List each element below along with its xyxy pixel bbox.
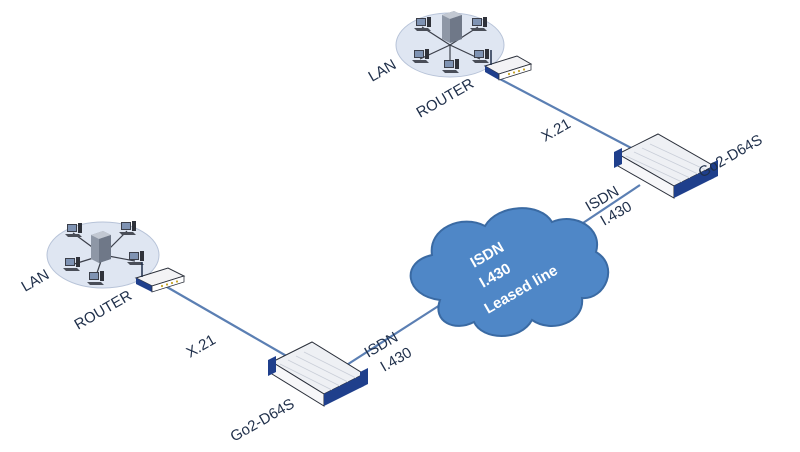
isdn-cloud: ISDN I.430 Leased line: [409, 207, 610, 337]
router-bottom: [134, 262, 186, 293]
cloud-icon: [409, 207, 610, 337]
device-top: [614, 133, 718, 199]
server-icon: [442, 11, 462, 43]
device-bottom-label: Go2-D64S: [228, 395, 298, 445]
go2-d64s-device-icon: [614, 133, 718, 199]
router-top-label: ROUTER: [414, 75, 477, 121]
device-top-label: Go2-D64S: [696, 131, 766, 181]
lan-top-label: LAN: [366, 56, 400, 85]
lan-bottom: [46, 221, 160, 289]
router-icon: [134, 262, 186, 293]
server-icon: [91, 231, 111, 263]
lan-bottom-label: LAN: [19, 266, 53, 295]
lan-top: [395, 11, 505, 78]
router-icon: [483, 50, 533, 81]
x21-top-label: X.21: [539, 115, 574, 145]
go2-d64s-device-icon: [268, 341, 368, 407]
device-bottom: [268, 341, 368, 407]
router-top: [483, 50, 533, 81]
router-bottom-label: ROUTER: [72, 287, 135, 333]
x21-bottom-label: X.21: [184, 331, 219, 361]
